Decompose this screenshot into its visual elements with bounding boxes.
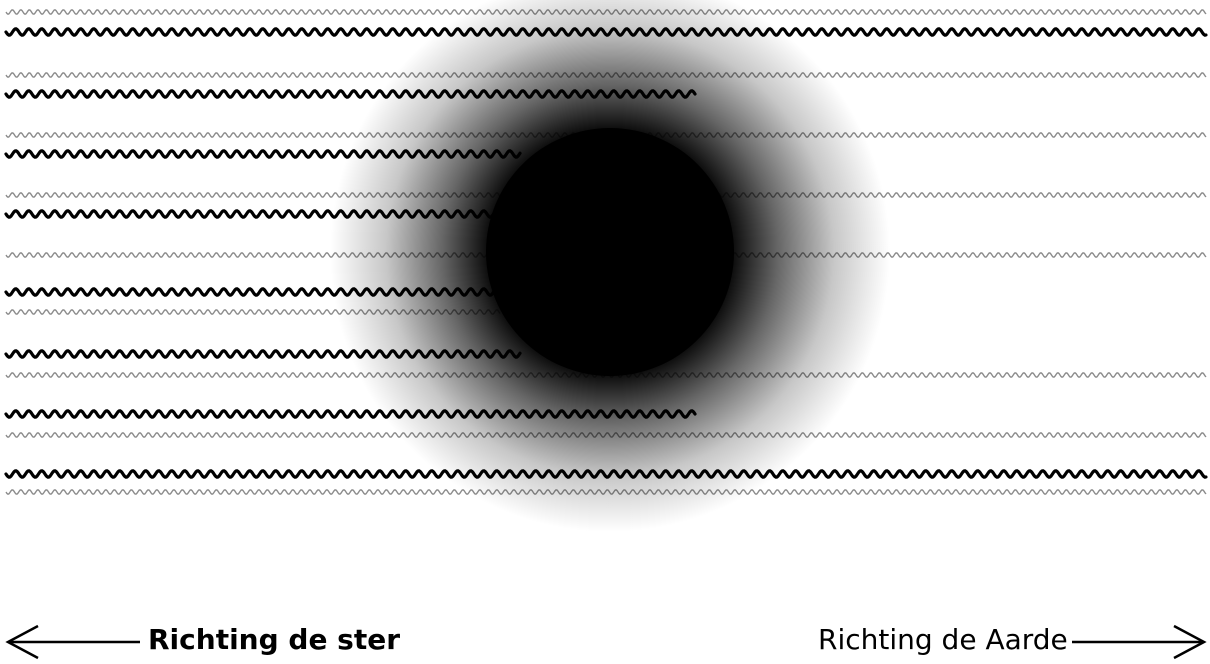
planet-disc: [486, 128, 734, 376]
thick-wave-line: [4, 209, 522, 219]
right-arrow-icon: [1072, 624, 1207, 660]
thick-wave-line: [4, 349, 522, 359]
thick-wave-line: [4, 287, 522, 297]
thick-wave-line: [4, 409, 697, 419]
thick-wave-layer: [4, 27, 1208, 479]
thick-wave-line: [4, 469, 1208, 479]
thick-wave-line: [4, 149, 522, 159]
thick-wave-line: [4, 27, 1208, 37]
direction-earth-label: Richting de Aarde: [818, 623, 1068, 656]
direction-star-label: Richting de ster: [148, 623, 401, 656]
thick-wave-line: [4, 89, 697, 99]
left-arrow-icon: [5, 624, 140, 660]
